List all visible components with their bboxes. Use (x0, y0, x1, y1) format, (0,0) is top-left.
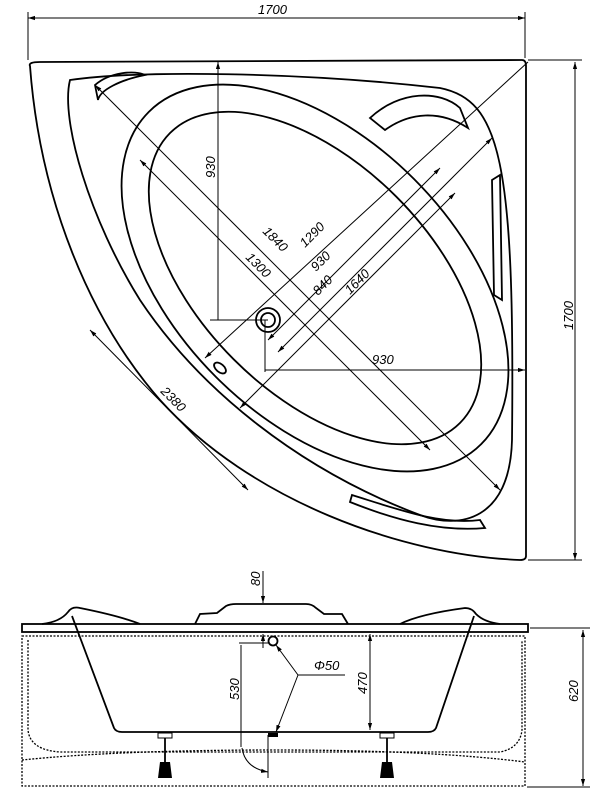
dim-drain-horizontal: 930 (372, 352, 394, 367)
dim-930-diagonal: 930 (308, 248, 334, 274)
headrest-center (194, 603, 349, 625)
rim (21, 623, 529, 633)
dim-drain-diameter: Φ50 (314, 658, 340, 673)
dim-1300: 1300 (243, 250, 275, 282)
dim-depth: 1700 (561, 300, 576, 330)
side-view: 80 Φ50 530 470 620 (21, 571, 590, 788)
dim-front-edge: 2380 (157, 383, 189, 415)
dim-total-height: 620 (566, 680, 581, 702)
headrest-left (41, 606, 141, 625)
leg-left (157, 732, 173, 778)
drain-side (267, 635, 279, 737)
dim-drain-vertical: 930 (203, 156, 218, 178)
rim-inner (67, 72, 514, 522)
headrest-corner (368, 94, 470, 132)
armrest-bottom (348, 493, 487, 530)
dim-width: 1700 (258, 2, 288, 17)
bowl-inner (147, 110, 483, 446)
dim-1640: 1640 (342, 266, 374, 298)
leg-right (379, 732, 395, 778)
top-view: 1700 1700 930 930 1840 1300 1290 930 840… (27, 2, 582, 561)
headrest-right (399, 607, 501, 625)
apron-panel (21, 635, 526, 787)
dim-1840: 1840 (260, 224, 292, 256)
dim-1290: 1290 (297, 219, 329, 251)
dim-overflow-height: 530 (227, 678, 242, 700)
tub-body (71, 615, 475, 733)
tub-outline (28, 59, 527, 561)
armrest-right (491, 173, 503, 302)
dim-inner-depth: 470 (355, 672, 370, 694)
overflow (213, 361, 227, 375)
dim-headrest-height: 80 (248, 571, 263, 586)
